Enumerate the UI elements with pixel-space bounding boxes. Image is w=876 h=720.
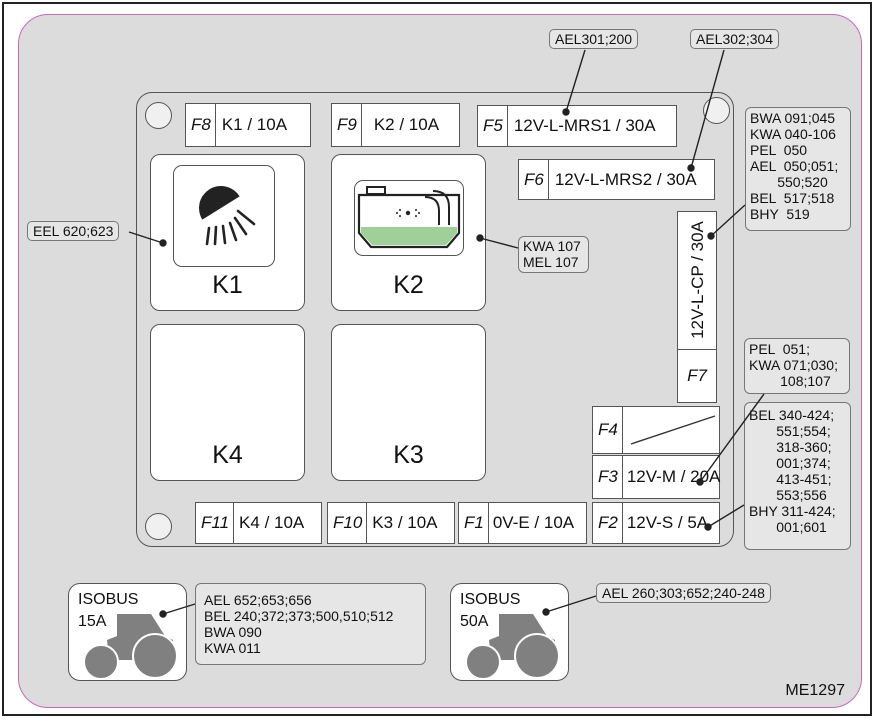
fuse-f6[interactable]: F6 12V-L-MRS2 / 30A [518,159,715,200]
diagram-code: ME1297 [785,682,845,699]
work-light-icon-box [173,165,275,267]
fuse-f11[interactable]: F11 K4 / 10A [195,502,322,544]
relay-k2-label: K2 [393,271,424,299]
fuse-f3-value: 12V-M / 20A [626,467,721,486]
callout-ael302: AEL302;304 [690,29,780,49]
relay-k3[interactable]: K3 [331,324,486,481]
washer-tank-icon-box [354,180,464,256]
relay-k2[interactable]: K2 [331,154,486,311]
fuse-f8-id: F8 [186,104,216,146]
fuse-f4-id: F4 [593,407,623,453]
relay-k3-label: K3 [393,441,424,469]
fuse-f9-value: K2 / 10A [373,115,440,134]
isobus-socket-15a[interactable]: ISOBUS 15A [68,583,187,681]
callout-isobus15-notes: AEL 652;653;656 BEL 240;372;373;500,510;… [195,583,426,665]
relay-k1[interactable]: K1 [150,154,305,311]
washer-tank-icon [357,186,461,249]
fuse-f2[interactable]: F2 12V-S / 5A [592,502,720,544]
fuse-f4[interactable]: F4 [592,406,720,454]
callout-isobus50-notes: AEL 260;303;652;240-248 [596,583,771,603]
fuse-f6-value: 12V-L-MRS2 / 30A [554,169,697,189]
fuse-f11-id: F11 [196,503,235,543]
mounting-hole-bottom-left [145,513,172,540]
fuse-f10-value: K3 / 10A [372,513,438,532]
relay-k4-label: K4 [212,441,243,469]
fuse-f1-id: F1 [459,503,489,543]
fuse-f11-value: K4 / 10A [239,513,305,532]
work-light-icon [199,186,256,246]
tractor-icon [465,614,560,680]
isobus-socket-50a[interactable]: ISOBUS 50A [450,583,569,681]
fuse-f5-id: F5 [478,106,508,146]
callout-f2-notes: BEL 340-424; 551;554; 318-360; 001;374; … [744,402,851,550]
callout-eel: EEL 620;623 [27,221,120,241]
fuse-f4-empty-slash [630,415,716,445]
callout-f3-notes: PEL 051; KWA 071;030; 108;107 [744,338,850,394]
fuse-f6-id: F6 [519,160,549,199]
mounting-hole-top-left [145,102,172,129]
fuse-f5[interactable]: F5 12V-L-MRS1 / 30A [477,105,677,147]
callout-kwa-mel: KWA 107 MEL 107 [518,236,589,273]
fuse-f7[interactable]: 12V-L-CP / 30A F7 [677,211,717,403]
fuse-f9-id: F9 [332,104,362,146]
callout-ael301: AEL301;200 [549,29,639,49]
fuse-f10-id: F10 [328,503,368,543]
fuse-f7-value: 12V-L-CP / 30A [688,221,707,339]
fuse-f9[interactable]: F9 K2 / 10A [331,103,460,147]
fuse-f8[interactable]: F8 K1 / 10A [185,103,311,147]
isobus-15a-rating: 15A [78,613,107,630]
relay-k4[interactable]: K4 [150,324,305,481]
fuse-f3-id: F3 [593,456,623,498]
callout-f7-notes: BWA 091;045 KWA 040-106 PEL 050 AEL 050;… [745,107,851,231]
fuse-f1-value: 0V-E / 10A [492,513,575,532]
tractor-icon [83,614,178,680]
fuse-f2-id: F2 [593,503,623,543]
fuse-f5-value: 12V-L-MRS1 / 30A [513,116,656,135]
fuse-f2-value: 12V-S / 5A [626,513,709,532]
fuse-f7-id: F7 [678,349,716,402]
isobus-50a-title: ISOBUS [460,591,521,608]
isobus-15a-title: ISOBUS [78,591,139,608]
fuse-f3[interactable]: F3 12V-M / 20A [592,455,720,499]
mounting-hole-top-right [703,97,730,124]
fuse-f10[interactable]: F10 K3 / 10A [327,502,455,544]
fuse-f1[interactable]: F1 0V-E / 10A [458,502,587,544]
fuse-f8-value: K1 / 10A [221,115,288,134]
isobus-50a-rating: 50A [460,613,489,630]
relay-k1-label: K1 [212,271,243,299]
